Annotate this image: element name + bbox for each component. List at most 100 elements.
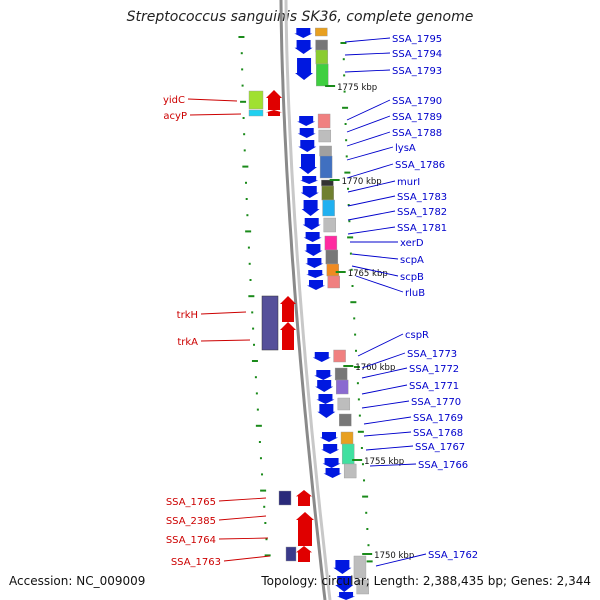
reverse-gene-label: scpB (400, 272, 424, 283)
tick-mark (343, 90, 346, 93)
label-leader (200, 311, 247, 315)
tick-mark (357, 398, 360, 401)
cog-bar (248, 109, 264, 117)
tick-mark (361, 463, 364, 466)
tick-mark (260, 489, 267, 492)
tick-mark (367, 544, 370, 547)
forward-gene-arrow (296, 546, 312, 562)
map-title: Streptococcus sanguinis SK36, complete g… (126, 9, 474, 25)
tick-mark (265, 538, 268, 541)
label-leader (355, 275, 404, 293)
tick-mark (241, 84, 244, 87)
reverse-gene-arrow (320, 432, 339, 442)
reverse-gene-label: SSA_1767 (415, 442, 465, 453)
tick-mark (347, 204, 350, 206)
reverse-gene-label: scpA (400, 255, 424, 266)
reverse-gene-arrow (302, 218, 321, 230)
reverse-gene-label: SSA_1793 (392, 66, 442, 77)
reverse-gene-arrow (317, 404, 336, 418)
tick-mark (256, 408, 259, 411)
tick-mark (351, 285, 354, 287)
reverse-gene-arrow (294, 28, 313, 38)
reverse-gene-arrow (315, 380, 334, 392)
tick-mark (258, 441, 261, 443)
tick-mark (247, 246, 250, 249)
reverse-gene-arrow (333, 560, 352, 574)
forward-gene-arrow (296, 512, 314, 546)
tick-mark (263, 505, 266, 508)
tick-mark (259, 457, 262, 460)
reverse-gene-label: SSA_1771 (409, 381, 459, 392)
reverse-gene-arrow (322, 458, 341, 468)
gene-labels: SSA_1795SSA_1794SSA_1793SSA_1790SSA_1789… (163, 34, 478, 568)
label-leader (346, 163, 394, 179)
tick-mark (348, 220, 351, 223)
reverse-gene-label: SSA_1794 (392, 49, 442, 60)
forward-gene-arrow (296, 490, 312, 506)
tick-mark (245, 181, 248, 184)
genome-summary-text: Topology: circular; Length: 2,388,435 bp… (261, 574, 591, 588)
cog-bar (356, 579, 369, 595)
label-leader (347, 226, 396, 235)
reverse-gene-label: SSA_1782 (397, 207, 447, 218)
tick-mark (358, 414, 361, 417)
reverse-gene-label: SSA_1768 (413, 428, 463, 439)
tick-mark (354, 333, 357, 336)
reverse-gene-arrow (295, 58, 314, 80)
tick-mark (251, 360, 258, 362)
label-leader (346, 146, 394, 161)
cog-bar (325, 249, 339, 265)
reverse-gene-arrow (297, 128, 316, 138)
reverse-gene-label: SSA_1766 (418, 460, 468, 471)
reverse-gene-arrow (297, 116, 316, 126)
tick-mark (343, 74, 346, 77)
reverse-gene-arrow (316, 394, 335, 404)
cog-bar (337, 397, 351, 411)
reverse-gene-arrow (312, 352, 331, 362)
forward-gene-label: SSA_1765 (166, 497, 216, 508)
tick-mark (353, 366, 360, 368)
tick-mark (264, 554, 271, 557)
cog-bar (353, 555, 367, 579)
cog-bar (326, 263, 340, 277)
cog-bar (335, 379, 349, 395)
tick-mark (264, 522, 267, 524)
reverse-gene-arrow (303, 232, 322, 242)
forward-gene-arrow (280, 322, 296, 350)
tick-mark (248, 262, 251, 265)
tick-marks-left (238, 36, 271, 557)
forward-gene-label: trkA (177, 337, 198, 348)
tick-mark (261, 473, 264, 476)
reverse-gene-arrow (294, 40, 313, 54)
cog-bar (327, 275, 340, 289)
reverse-gene-arrow (306, 270, 325, 278)
reverse-gene-arrow (314, 370, 333, 380)
label-leader (218, 497, 267, 502)
tick-mark (366, 560, 373, 563)
tick-mark (356, 382, 359, 385)
tick-mark (342, 106, 349, 109)
reverse-gene-arrow (335, 576, 354, 592)
cog-bar (343, 463, 357, 479)
forward-gene-label: trkH (177, 310, 198, 321)
tick-mark (345, 155, 348, 158)
tick-mark (350, 268, 353, 271)
reverse-gene-arrow (337, 592, 356, 600)
tick-mark (255, 424, 262, 427)
reverse-gene-label: SSA_1786 (395, 160, 445, 171)
tick-mark (245, 230, 252, 233)
label-leader (218, 515, 267, 521)
cog-bar (316, 63, 329, 87)
scale-label: 1750 kbp (374, 551, 414, 561)
scale-label: 1765 kbp (348, 269, 388, 279)
label-leader (363, 416, 412, 425)
cog-bar (261, 295, 279, 351)
label-leader (361, 384, 408, 395)
tick-mark (342, 58, 345, 61)
tick-mark (347, 236, 354, 239)
scale-label: 1755 kbp (364, 457, 404, 467)
reverse-gene-arrow (301, 200, 320, 216)
label-leader (187, 98, 238, 102)
label-leader (346, 99, 391, 121)
label-leader (347, 210, 396, 221)
